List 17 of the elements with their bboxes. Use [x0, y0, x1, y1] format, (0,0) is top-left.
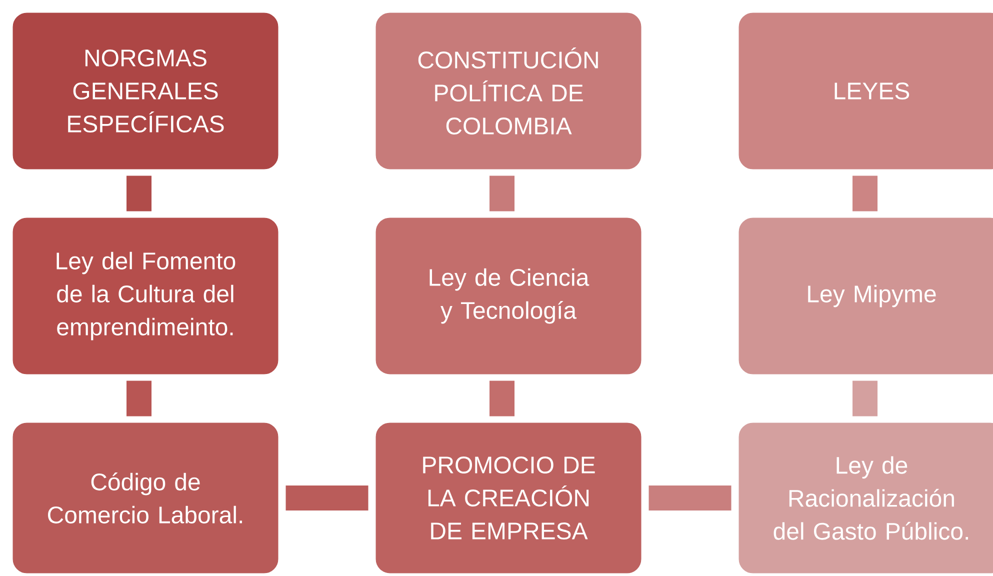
- text-box: Código de Comercio Laboral.: [11, 421, 280, 575]
- connector-bar: [852, 380, 878, 416]
- text-box: Ley de Ciencia y Tecnología: [374, 216, 643, 376]
- text-box: Ley del Fomento de la Cultura del emprendimeinto.: [11, 216, 280, 376]
- connector-bar: [490, 176, 514, 212]
- connector-bar: [648, 486, 732, 510]
- connector-bar: [490, 380, 514, 416]
- connector-bar: [126, 176, 152, 212]
- text-box: LEYES: [737, 11, 993, 171]
- text-box: CONSTITUCIÓN POLÍTICA DE COLOMBIA: [374, 11, 643, 171]
- text-box: Ley Mipyme: [737, 216, 993, 376]
- connector-bar: [286, 486, 368, 510]
- connector-bar: [852, 176, 878, 212]
- text-box: PROMOCIO DE LA CREACIÓN DE EMPRESA: [374, 421, 643, 575]
- text-box: NORGMAS GENERALES ESPECÍFICAS: [11, 11, 280, 171]
- text-box: Ley de Racionalización del Gasto Público.: [737, 421, 993, 575]
- connector-bar: [126, 380, 152, 416]
